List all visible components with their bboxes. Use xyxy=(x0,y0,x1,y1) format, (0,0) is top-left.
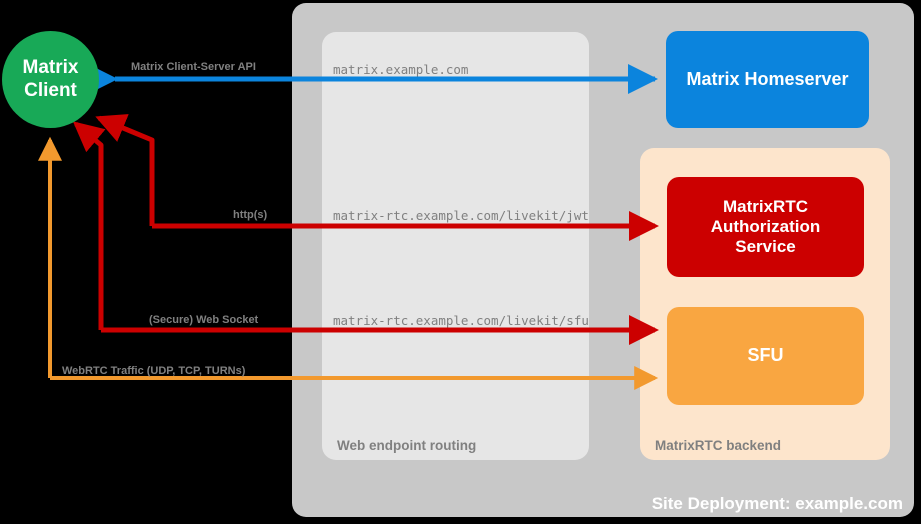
caption-web-endpoint-routing: Web endpoint routing xyxy=(337,438,477,453)
matrix-homeserver-label: Matrix Homeserver xyxy=(686,68,849,89)
auth-service-label: MatrixRTC Authorization Service xyxy=(711,197,821,257)
endpoint-label-matrix-example-com: matrix.example.com xyxy=(333,62,469,77)
auth-service-label-line1: MatrixRTC xyxy=(722,196,808,216)
edge-label-webrtc-traffic: WebRTC Traffic (UDP, TCP, TURNs) xyxy=(62,365,246,377)
caption-matrixrtc-backend: MatrixRTC backend xyxy=(655,438,782,453)
node-matrixrtc-authorization-service[interactable]: MatrixRTC Authorization Service xyxy=(667,177,864,277)
node-matrix-homeserver[interactable]: Matrix Homeserver xyxy=(666,31,869,128)
node-sfu[interactable]: SFU xyxy=(667,307,864,405)
edge-livekit-sfu-ws xyxy=(72,121,660,345)
auth-service-label-line2: Authorization xyxy=(710,216,821,236)
matrix-client-label-line1: Matrix xyxy=(22,57,79,79)
edge-livekit-jwt xyxy=(95,114,660,241)
edge-label-http-s: http(s) xyxy=(233,209,268,221)
container-web-endpoint-routing xyxy=(322,32,589,460)
caption-site-deployment: Site Deployment: example.com xyxy=(651,494,903,513)
edge-label-secure-web-socket: (Secure) Web Socket xyxy=(149,314,259,326)
matrix-client-label-line2: Client xyxy=(24,79,77,101)
edge-label-matrix-cs-api: Matrix Client-Server API xyxy=(131,61,256,73)
sfu-label: SFU xyxy=(747,345,784,366)
endpoint-label-livekit-sfu: matrix-rtc.example.com/livekit/sfu xyxy=(333,313,589,328)
endpoint-label-livekit-jwt: matrix-rtc.example.com/livekit/jwt xyxy=(333,208,589,223)
matrix-client-label: Matrix Client xyxy=(23,57,79,102)
edge-webrtc-media xyxy=(38,136,659,390)
auth-service-label-line3: Service xyxy=(735,237,796,257)
node-matrix-client[interactable]: Matrix Client xyxy=(2,31,99,128)
